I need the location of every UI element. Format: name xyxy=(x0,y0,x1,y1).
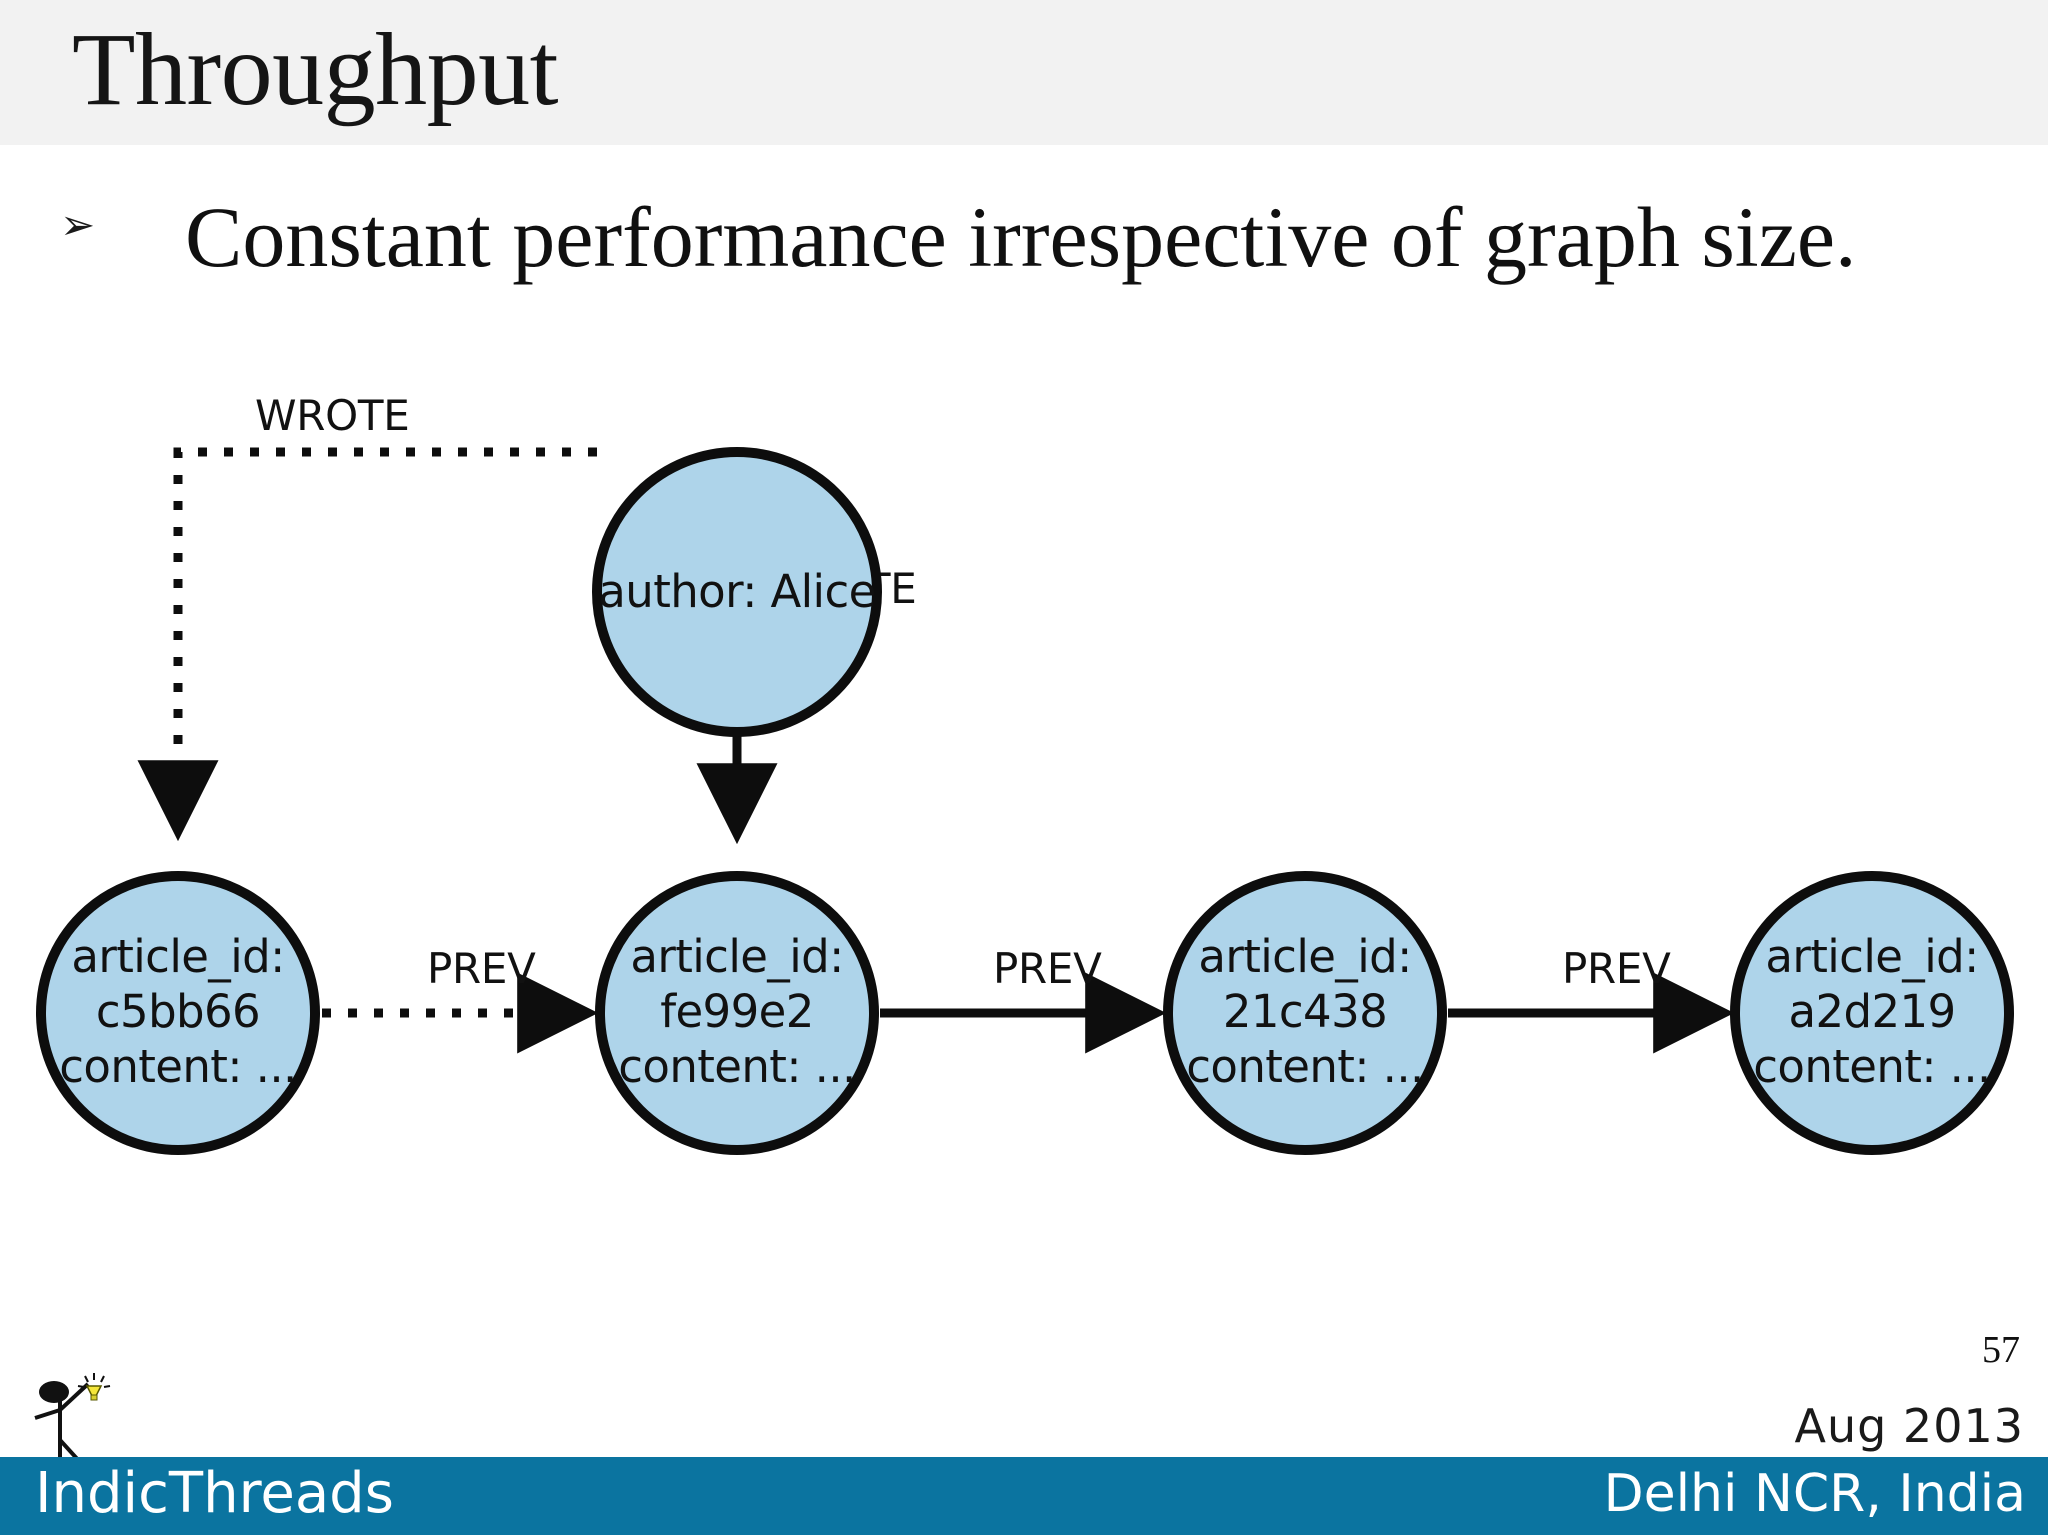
page-number: 57 xyxy=(1982,1329,2020,1371)
graph-diagram: WROTE WROTE PREV PREV PREV author: Alice xyxy=(0,300,2048,1310)
node-circle[interactable] xyxy=(592,447,882,737)
node-label-line-3: content: ... xyxy=(1186,1040,1423,1093)
node-label-line-3: content: ... xyxy=(618,1040,855,1093)
footer-date: Aug 2013 xyxy=(1794,1399,2024,1453)
bullet-item-text: Constant performance irrespective of gra… xyxy=(185,189,1857,285)
node-label-line-1: article_id: xyxy=(1765,930,1978,983)
graph-canvas: WROTE WROTE PREV PREV PREV author: Alice xyxy=(36,391,2014,1155)
edge-label-prev-1: PREV xyxy=(427,944,536,993)
node-circle[interactable] xyxy=(595,871,879,1155)
node-circle[interactable] xyxy=(1163,871,1447,1155)
node-label-line-3: content: ... xyxy=(1753,1040,1990,1093)
footer-location: Delhi NCR, India xyxy=(1603,1464,2026,1524)
bullet-list: ➢ Constant performance irrespective of g… xyxy=(0,186,2048,296)
edge-prev-c5bb66-to-fe99e2: PREV xyxy=(322,944,599,1054)
node-circle[interactable] xyxy=(1730,871,2014,1155)
node-article-c5bb66[interactable]: article_id: c5bb66 content: ... xyxy=(36,871,320,1155)
node-label-line-1: author: Alice xyxy=(598,565,875,618)
brand-name: IndicThreads xyxy=(35,1461,394,1526)
node-label-line-2: a2d219 xyxy=(1788,985,1955,1038)
node-article-21c438[interactable]: article_id: 21c438 content: ... xyxy=(1163,871,1447,1155)
node-article-a2d219[interactable]: article_id: a2d219 content: ... xyxy=(1730,871,2014,1155)
stick-figure-with-lightbulb-icon xyxy=(34,1373,111,1464)
node-article-fe99e2[interactable]: article_id: fe99e2 content: ... xyxy=(595,871,879,1155)
slide-header-band xyxy=(0,0,2048,145)
edge-prev-fe99e2-to-21c438: PREV xyxy=(880,944,1167,1054)
edge-line xyxy=(137,447,597,842)
edge-label-prev-2: PREV xyxy=(993,944,1102,993)
node-label-line-1: article_id: xyxy=(1198,930,1411,983)
footer-brand-bar: IndicThreads Delhi NCR, India xyxy=(0,1457,2048,1535)
node-label-line-1: article_id: xyxy=(630,930,843,983)
node-label-line-3: content: ... xyxy=(59,1040,296,1093)
node-label-line-2: c5bb66 xyxy=(96,985,260,1038)
edge-prev-21c438-to-a2d219: PREV xyxy=(1448,944,1735,1054)
node-label-line-1: article_id: xyxy=(71,930,284,983)
node-label-line-2: fe99e2 xyxy=(660,985,814,1038)
bullet-arrow-icon: ➢ xyxy=(60,200,96,249)
node-author-alice[interactable]: author: Alice xyxy=(592,447,882,737)
edge-wrote-author-to-c5bb66: WROTE xyxy=(137,391,597,842)
node-label-line-2: 21c438 xyxy=(1223,985,1387,1038)
edge-label-wrote-1: WROTE xyxy=(255,391,409,440)
page-title: Throughput xyxy=(72,12,559,127)
edge-label-prev-3: PREV xyxy=(1562,944,1671,993)
node-circle[interactable] xyxy=(36,871,320,1155)
